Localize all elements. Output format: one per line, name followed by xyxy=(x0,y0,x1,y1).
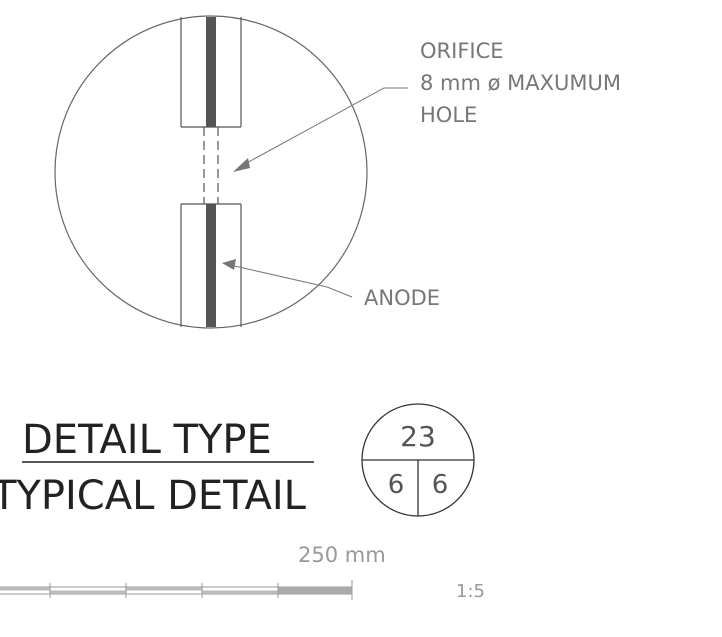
scale-length-label: 250 mm xyxy=(298,543,386,567)
anode-label: ANODE xyxy=(364,286,440,310)
orifice-hole-label: HOLE xyxy=(420,103,477,127)
orifice-size-label: 8 mm ø MAXUMUM xyxy=(420,71,621,95)
orifice-leader xyxy=(233,87,408,172)
sheet-number-left: 6 xyxy=(388,470,405,500)
lower-block xyxy=(180,203,242,327)
orifice-hole xyxy=(203,127,219,204)
anode-leader xyxy=(222,259,353,298)
scale-ratio-label: 1:5 xyxy=(456,581,485,602)
detail-reference-bubble: 23 6 6 xyxy=(361,403,475,517)
sheet-number-right: 6 xyxy=(432,470,449,500)
detail-circle xyxy=(54,15,368,329)
orifice-label: ORIFICE xyxy=(420,39,504,63)
detail-title: DETAIL TYPE xyxy=(22,417,272,463)
upper-block xyxy=(180,17,242,128)
upper-anode-strip xyxy=(206,17,216,127)
detail-number: 23 xyxy=(400,420,436,453)
detail-subtitle: TYPICAL DETAIL xyxy=(0,473,307,519)
lower-anode-strip xyxy=(206,204,216,327)
scale-bar xyxy=(0,580,353,600)
